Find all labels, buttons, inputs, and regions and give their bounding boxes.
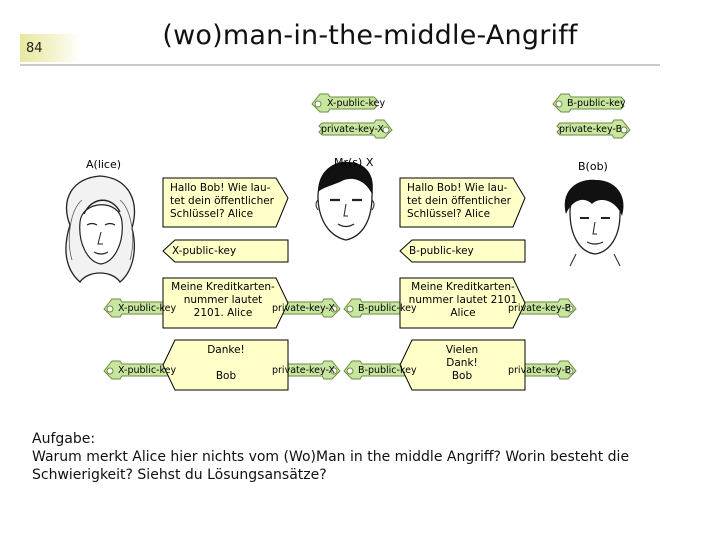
bob-portrait — [564, 179, 624, 267]
x-public-key-label: X-public-key — [118, 303, 177, 314]
x-public-key-label: X-public-key — [327, 98, 386, 109]
key-icon — [552, 93, 625, 113]
message-card-to-x: Meine Kreditkarten- nummer lautet 2101. … — [171, 281, 275, 319]
b-private-key-label: private-key-B — [508, 303, 572, 314]
key-icon — [343, 298, 412, 318]
message-arrow-right — [162, 277, 289, 329]
b-public-key-label: B-public-key — [358, 365, 417, 376]
message-arrow-left — [162, 239, 289, 263]
message-key-to-x: B-public-key — [409, 245, 474, 257]
mallory-portrait — [315, 161, 375, 241]
key-icon — [318, 119, 393, 139]
b-private-key-label: private-key-B — [508, 365, 572, 376]
message-arrow-left — [399, 339, 526, 391]
b-private-key-label: private-key-B — [559, 124, 623, 135]
message-key-to-alice: X-public-key — [172, 245, 237, 257]
task-text: Aufgabe: Warum merkt Alice hier nichts v… — [32, 431, 630, 483]
message-hello-to-bob: Hallo Bob! Wie lau- tet dein öffentliche… — [407, 182, 511, 220]
x-private-key-label: private-key-X — [272, 303, 335, 314]
bob-label: B(ob) — [578, 160, 608, 173]
message-arrow-left — [399, 239, 526, 263]
message-card-to-bob: Meine Kreditkarten- nummer lautet 2101 A… — [408, 281, 518, 319]
title-accent-bar — [20, 34, 80, 62]
mallory-label: Mr(s) X — [334, 156, 374, 169]
message-arrow-right — [399, 177, 526, 228]
message-hello-to-x: Hallo Bob! Wie lau- tet dein öffentliche… — [170, 182, 274, 220]
b-public-key-label: B-public-key — [567, 98, 626, 109]
page-number: 84 — [26, 41, 43, 56]
key-icon — [311, 93, 378, 113]
x-public-key-label: X-public-key — [118, 365, 177, 376]
message-thanks-to-x: Vielen Dank! Bob — [445, 344, 479, 382]
key-icon — [556, 119, 631, 139]
message-arrow-left — [162, 339, 289, 391]
title-divider — [20, 64, 660, 66]
x-private-key-label: private-key-X — [272, 365, 335, 376]
message-arrow-right — [399, 277, 526, 329]
x-private-key-label: private-key-X — [321, 124, 384, 135]
alice-label: A(lice) — [86, 158, 122, 171]
page-title: (wo)man-in-the-middle-Angriff — [162, 20, 578, 51]
alice-portrait — [65, 175, 136, 283]
message-arrow-right — [162, 177, 289, 228]
message-thanks-to-alice: Danke! Bob — [207, 344, 245, 382]
b-public-key-label: B-public-key — [358, 303, 417, 314]
